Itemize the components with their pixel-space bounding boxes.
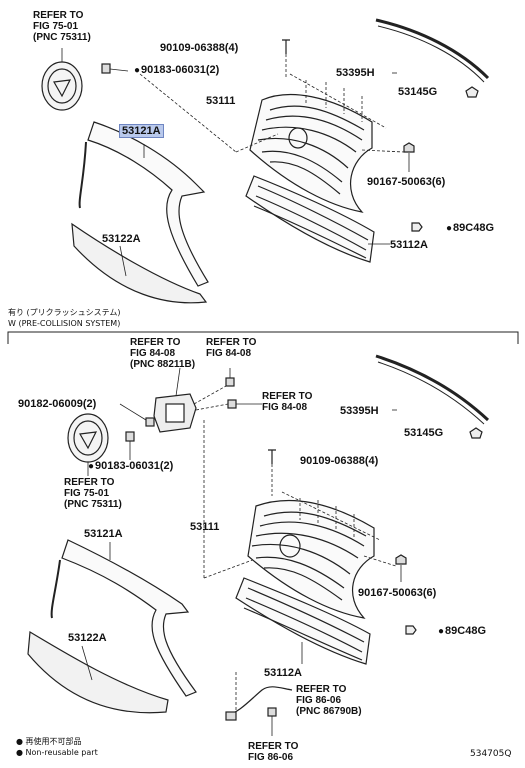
part-89C48G-bottom[interactable]: 89C48G	[438, 625, 486, 638]
part-53112A-top[interactable]: 53112A	[390, 239, 428, 251]
part-90109-top[interactable]: 90109-06388(4)	[160, 42, 239, 54]
legend-non-reusable-jp: ● 再使用不可部品	[16, 737, 82, 746]
part-90167-top[interactable]: 90167-50063(6)	[367, 176, 446, 188]
nut-top	[101, 63, 129, 74]
part-90167-bottom[interactable]: 90167-50063(6)	[358, 587, 437, 599]
lip-bottom-53122A	[27, 630, 169, 714]
wire-harness	[225, 686, 293, 736]
part-53111-bottom[interactable]: 53111	[190, 521, 220, 533]
refer-fig75-top-line3[interactable]: (PNC 75311)	[33, 32, 91, 43]
refer-fig75-top-line2[interactable]: FIG 75-01	[33, 21, 79, 32]
refer-fig75-bottom-line3[interactable]: (PNC 75311)	[64, 499, 122, 510]
refer-fig84-88211B-line2[interactable]: FIG 84-08	[130, 348, 176, 359]
refer-fig75-bottom-line1[interactable]: REFER TO	[64, 477, 115, 488]
grille-top	[249, 94, 373, 213]
frame-bottom-53121A	[61, 539, 197, 697]
refer-fig86-86790B-line2[interactable]: FIG 86-06	[296, 695, 342, 706]
part-53122A-top[interactable]: 53122A	[102, 233, 141, 245]
refer-fig86-86790B-line1[interactable]: REFER TO	[296, 684, 347, 695]
bolt-bottom	[268, 449, 276, 496]
refer-fig75-top-line1[interactable]: REFER TO	[33, 10, 84, 21]
refer-fig84-b-line1[interactable]: REFER TO	[206, 337, 257, 348]
part-53111-top[interactable]: 53111	[206, 95, 236, 107]
part-53121A-bottom[interactable]: 53121A	[84, 528, 123, 540]
part-53395H-top[interactable]: 53395H	[336, 67, 375, 79]
radar-sensor	[153, 393, 197, 433]
nut-bottom	[125, 431, 135, 460]
molding-strip-top	[375, 18, 490, 80]
emblem-top	[41, 61, 83, 111]
refer-fig86-86790B-line3[interactable]: (PNC 86790B)	[296, 706, 362, 717]
refer-fig86-b-line1[interactable]: REFER TO	[248, 741, 299, 752]
part-90182[interactable]: 90182-06009(2)	[18, 398, 97, 410]
grille-bottom	[247, 499, 375, 619]
frame-top-53121A	[87, 121, 209, 287]
part-90183-bottom[interactable]: 90183-06031(2)	[88, 460, 173, 473]
bolt-sensor-3	[145, 417, 155, 427]
legend-non-reusable-en: ● Non-reusable part	[16, 748, 98, 757]
bolt-top	[282, 39, 290, 78]
part-53145G-top[interactable]: 53145G	[398, 86, 438, 98]
clip-top-89C48G	[411, 222, 423, 232]
part-53145G-bottom[interactable]: 53145G	[404, 427, 444, 439]
bolt-sensor-2	[227, 399, 237, 409]
lower-grille-top	[245, 175, 375, 263]
refer-fig75-bottom-line2[interactable]: FIG 75-01	[64, 488, 110, 499]
refer-fig84-b-line2[interactable]: FIG 84-08	[206, 348, 252, 359]
clip-top-53145G	[465, 86, 479, 98]
refer-fig84-88211B-line1[interactable]: REFER TO	[130, 337, 181, 348]
lip-top-53122A	[71, 222, 208, 304]
figure-code: 534705Q	[470, 749, 512, 759]
refer-fig84-c-line2[interactable]: FIG 84-08	[262, 402, 308, 413]
part-53121A-top[interactable]: 53121A	[119, 124, 164, 138]
refer-fig84-c-line1[interactable]: REFER TO	[262, 391, 313, 402]
part-53395H-bottom[interactable]: 53395H	[340, 405, 379, 417]
molding-strip-bottom	[375, 354, 490, 422]
part-53122A-bottom[interactable]: 53122A	[68, 632, 107, 644]
part-53112A-bottom[interactable]: 53112A	[264, 667, 302, 679]
clip-bottom-89C48G	[405, 625, 417, 635]
variant-label-en: W (PRE-COLLISION SYSTEM)	[8, 319, 121, 328]
refer-fig86-b-line2[interactable]: FIG 86-06	[248, 752, 294, 763]
part-90183-top[interactable]: 90183-06031(2)	[134, 64, 219, 77]
part-90109-bottom[interactable]: 90109-06388(4)	[300, 455, 379, 467]
lower-grille-bottom	[235, 577, 371, 665]
emblem-bottom	[67, 413, 109, 463]
part-89C48G-top[interactable]: 89C48G	[446, 222, 494, 235]
screw-top-90167	[403, 142, 415, 172]
clip-bottom-53145G	[469, 427, 483, 439]
screw-bottom-90167	[395, 554, 407, 582]
refer-fig84-88211B-line3[interactable]: (PNC 88211B)	[130, 359, 196, 370]
bolt-sensor-1	[225, 377, 235, 387]
variant-label-jp: 有り (プリクラッシュシステム)	[8, 308, 121, 317]
